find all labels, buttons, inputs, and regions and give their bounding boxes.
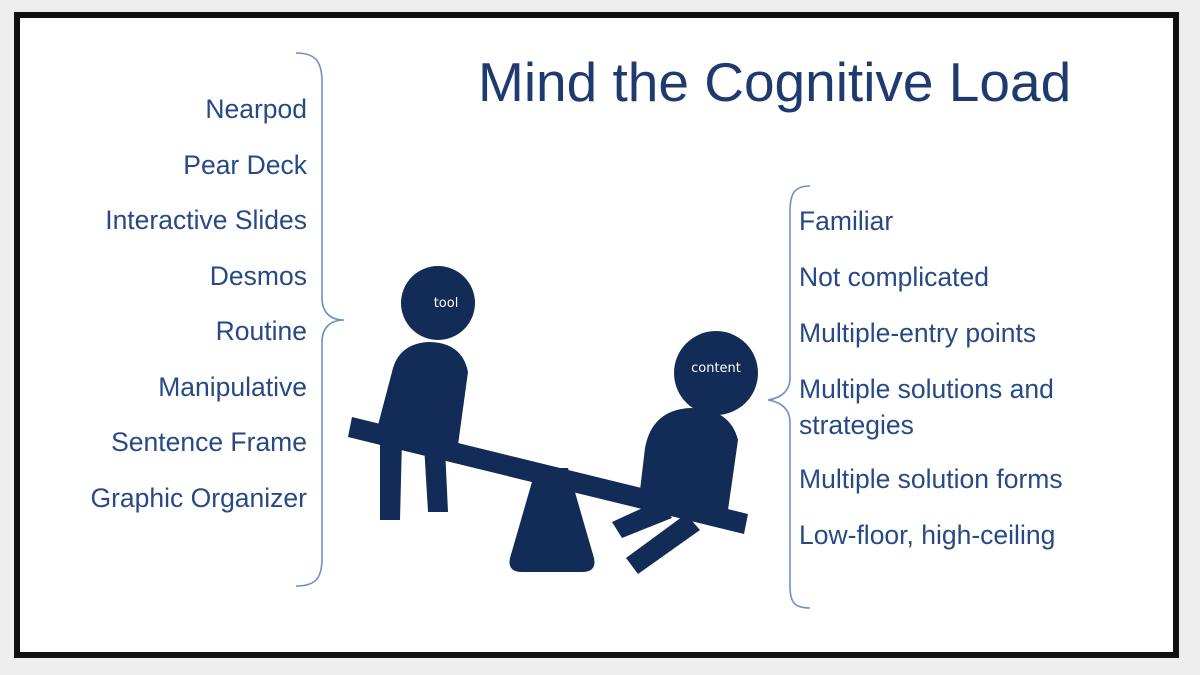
right-brace-icon [767,185,811,609]
seesaw-fulcrum [509,468,595,572]
tool-figure-head [401,266,475,340]
content-list: Familiar Not complicated Multiple-entry … [799,203,1139,573]
tool-item-manipulative: Manipulative [158,371,307,402]
tool-figure-leg-front [424,445,448,512]
content-label: content [691,361,741,376]
content-figure-body [640,408,738,510]
content-figure-head [674,331,758,415]
seesaw-plank [348,417,748,534]
tool-item-desmos: Desmos [209,260,307,291]
tool-item-pear-deck: Pear Deck [183,149,307,180]
tool-label: tool [434,296,459,311]
tool-item-nearpod: Nearpod [205,94,307,124]
tool-figure-body [378,342,468,445]
content-item-low-floor-high-ceiling: Low-floor, high-ceiling [799,520,1056,550]
tool-figure: tool [378,266,475,520]
content-item-multiple-entry-points: Multiple-entry points [799,318,1037,348]
left-brace-icon [295,52,345,587]
content-item-not-complicated: Not complicated [799,262,990,292]
tool-item-interactive-slides: Interactive Slides [105,205,307,235]
slide [14,12,1179,658]
slide-title: Mind the Cognitive Load [478,51,1072,113]
content-figure-leg-front [626,514,700,574]
tool-figure-leg-back [380,435,402,520]
tools-list: Nearpod Pear Deck Interactive Slides Des… [90,82,307,526]
content-figure: content [612,331,758,574]
tool-item-routine: Routine [215,316,307,346]
tool-item-sentence-frame: Sentence Frame [111,427,307,457]
content-item-multiple-solution-forms: Multiple solution forms [799,464,1063,494]
content-figure-leg-back [612,500,672,538]
tool-item-graphic-organizer: Graphic Organizer [90,482,307,513]
content-item-multiple-solutions: Multiple solutions and strategies [799,374,1054,440]
content-item-familiar: Familiar [799,206,894,236]
